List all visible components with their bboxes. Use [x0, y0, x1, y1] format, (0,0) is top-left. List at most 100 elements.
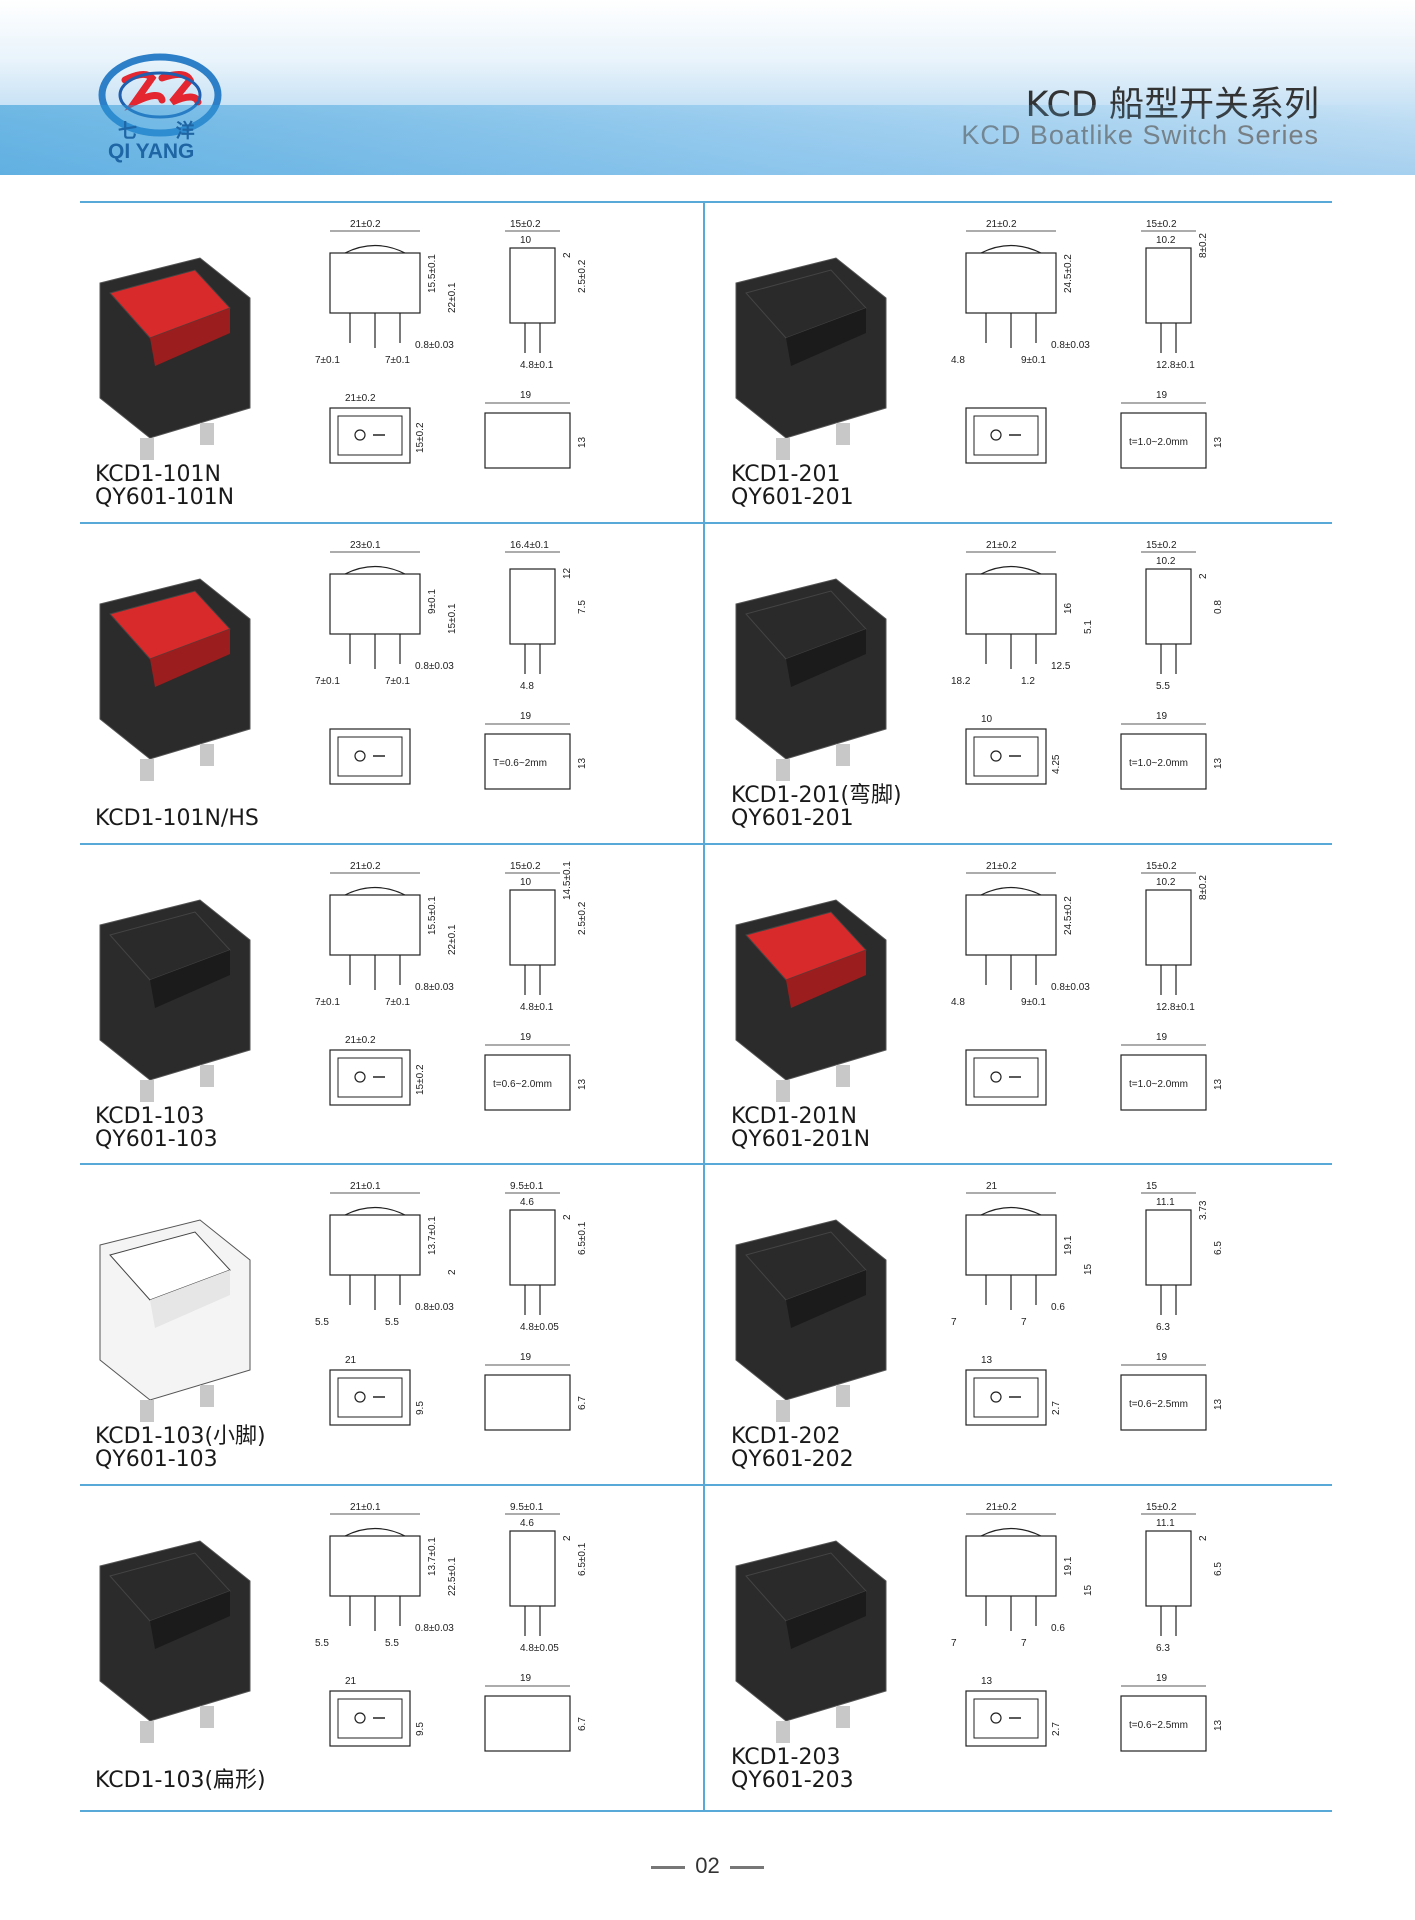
- panel-thickness: t=1.0~2.0mm: [1129, 437, 1188, 448]
- thickness-dimension: 6.5: [1213, 1562, 1224, 1576]
- height-dimension: 15.5±0.1: [427, 896, 438, 935]
- frame-width-dimension: 13: [981, 1676, 993, 1687]
- cutout-width: 19: [1156, 390, 1168, 401]
- height-dimension: 5.1: [1083, 620, 1094, 634]
- width-dimension: 21±0.2: [986, 219, 1017, 230]
- switch-photo: [99, 1219, 251, 1422]
- cutout-height: 13: [577, 1078, 588, 1090]
- pin-dimension: 5.5: [385, 1638, 399, 1649]
- cutout-height: 13: [1213, 1398, 1224, 1410]
- depth-dimension: 16.4±0.1: [510, 540, 549, 551]
- thickness-dimension: 8±0.2: [1198, 233, 1209, 258]
- inner-dimension: 10.2: [1156, 556, 1176, 567]
- page-title-chinese: KCD 船型开关系列: [1025, 85, 1319, 125]
- pin-dimension: 5.5: [315, 1638, 329, 1649]
- cutout-height: 6.7: [577, 1717, 588, 1731]
- pin-width-dimension: 0.8±0.03: [415, 340, 454, 351]
- thickness-dimension: 6.5: [1213, 1241, 1224, 1255]
- depth-dimension: 15±0.2: [1146, 1502, 1177, 1513]
- width-dimension: 21±0.1: [350, 1181, 381, 1192]
- tab-dimension: 4.8±0.05: [520, 1643, 559, 1654]
- tab-dimension: 12.8±0.1: [1156, 1002, 1195, 1013]
- product-model: KCD1-201: [731, 462, 841, 487]
- height-dimension: 2: [447, 1269, 458, 1275]
- pin-dimension: 7±0.1: [315, 676, 340, 687]
- cutout-height: 13: [1213, 757, 1224, 769]
- height-dimension: 22.5±0.1: [447, 1557, 458, 1596]
- depth-dimension: 15±0.2: [510, 219, 541, 230]
- thickness-dimension: 2.5±0.2: [577, 259, 588, 293]
- logo-chinese-name: 七 洋: [118, 120, 211, 142]
- pin-dimension: 18.2: [951, 676, 971, 687]
- pin-width-dimension: 0.8±0.03: [415, 1302, 454, 1313]
- cutout-height: 13: [1213, 436, 1224, 448]
- cutout-height: 13: [1213, 1078, 1224, 1090]
- switch-photo: [99, 1540, 251, 1743]
- divider: [80, 1163, 1332, 1165]
- height-dimension: 19.1: [1063, 1235, 1074, 1255]
- thickness-dimension: 12: [562, 567, 573, 579]
- frame-width-dimension: 13: [981, 1355, 993, 1366]
- height-dimension: 15.5±0.1: [427, 254, 438, 293]
- height-dimension: 13.7±0.1: [427, 1216, 438, 1255]
- pin-dimension: 7±0.1: [315, 355, 340, 366]
- tab-dimension: 4.8±0.1: [520, 1002, 554, 1013]
- pin-width-dimension: 0.8±0.03: [415, 1623, 454, 1634]
- cutout-width: 19: [520, 1673, 532, 1684]
- divider: [80, 201, 1332, 203]
- cutout-width: 19: [1156, 1352, 1168, 1363]
- frame-height-dimension: 15±0.2: [415, 1064, 426, 1095]
- thickness-dimension: 8±0.2: [1198, 875, 1209, 900]
- panel-thickness: t=0.6~2.5mm: [1129, 1720, 1188, 1731]
- pin-width-dimension: 0.6: [1051, 1623, 1065, 1634]
- product-model: KCD1-202: [731, 1424, 841, 1449]
- frame-height-dimension: 2.7: [1051, 1722, 1062, 1736]
- panel-thickness: t=1.0~2.0mm: [1129, 1079, 1188, 1090]
- thickness-dimension: 2: [1198, 573, 1209, 579]
- switch-photo: [735, 899, 887, 1102]
- frame-height-dimension: 9.5: [415, 1722, 426, 1736]
- inner-dimension: 10.2: [1156, 877, 1176, 888]
- inner-dimension: 11.1: [1156, 1518, 1175, 1529]
- depth-dimension: 15: [1146, 1181, 1158, 1192]
- thickness-dimension: 2: [562, 1535, 573, 1541]
- tab-dimension: 6.3: [1156, 1643, 1170, 1654]
- product-model: KCD1-201(弯脚): [731, 783, 902, 808]
- divider: [80, 843, 1332, 845]
- product-alt-model: QY601-103: [95, 1447, 218, 1472]
- product-alt-model: QY601-101N: [95, 485, 235, 510]
- thickness-dimension: 2: [1198, 1535, 1209, 1541]
- panel-thickness: t=0.6~2.5mm: [1129, 1399, 1188, 1410]
- depth-dimension: 15±0.2: [1146, 540, 1177, 551]
- height-dimension: 9±0.1: [427, 589, 438, 614]
- pin-width-dimension: 0.8±0.03: [415, 982, 454, 993]
- inner-dimension: 4.6: [520, 1518, 534, 1529]
- inner-dimension: 10: [520, 877, 532, 888]
- width-dimension: 23±0.1: [350, 540, 381, 551]
- pin-dimension: 4.8: [951, 997, 965, 1008]
- thickness-dimension: 6.5±0.1: [577, 1542, 588, 1576]
- pin-dimension: 7: [1021, 1638, 1027, 1649]
- inner-dimension: 4.6: [520, 1197, 534, 1208]
- inner-dimension: 10: [520, 235, 532, 246]
- inner-dimension: 10.2: [1156, 235, 1176, 246]
- thickness-dimension: 2: [562, 1214, 573, 1220]
- tab-dimension: 4.8±0.1: [520, 360, 554, 371]
- height-dimension: 24.5±0.2: [1063, 896, 1074, 935]
- pin-dimension: 7: [951, 1317, 957, 1328]
- height-dimension: 15±0.1: [447, 603, 458, 634]
- inner-dimension: 11.1: [1156, 1197, 1175, 1208]
- cutout-height: 13: [577, 436, 588, 448]
